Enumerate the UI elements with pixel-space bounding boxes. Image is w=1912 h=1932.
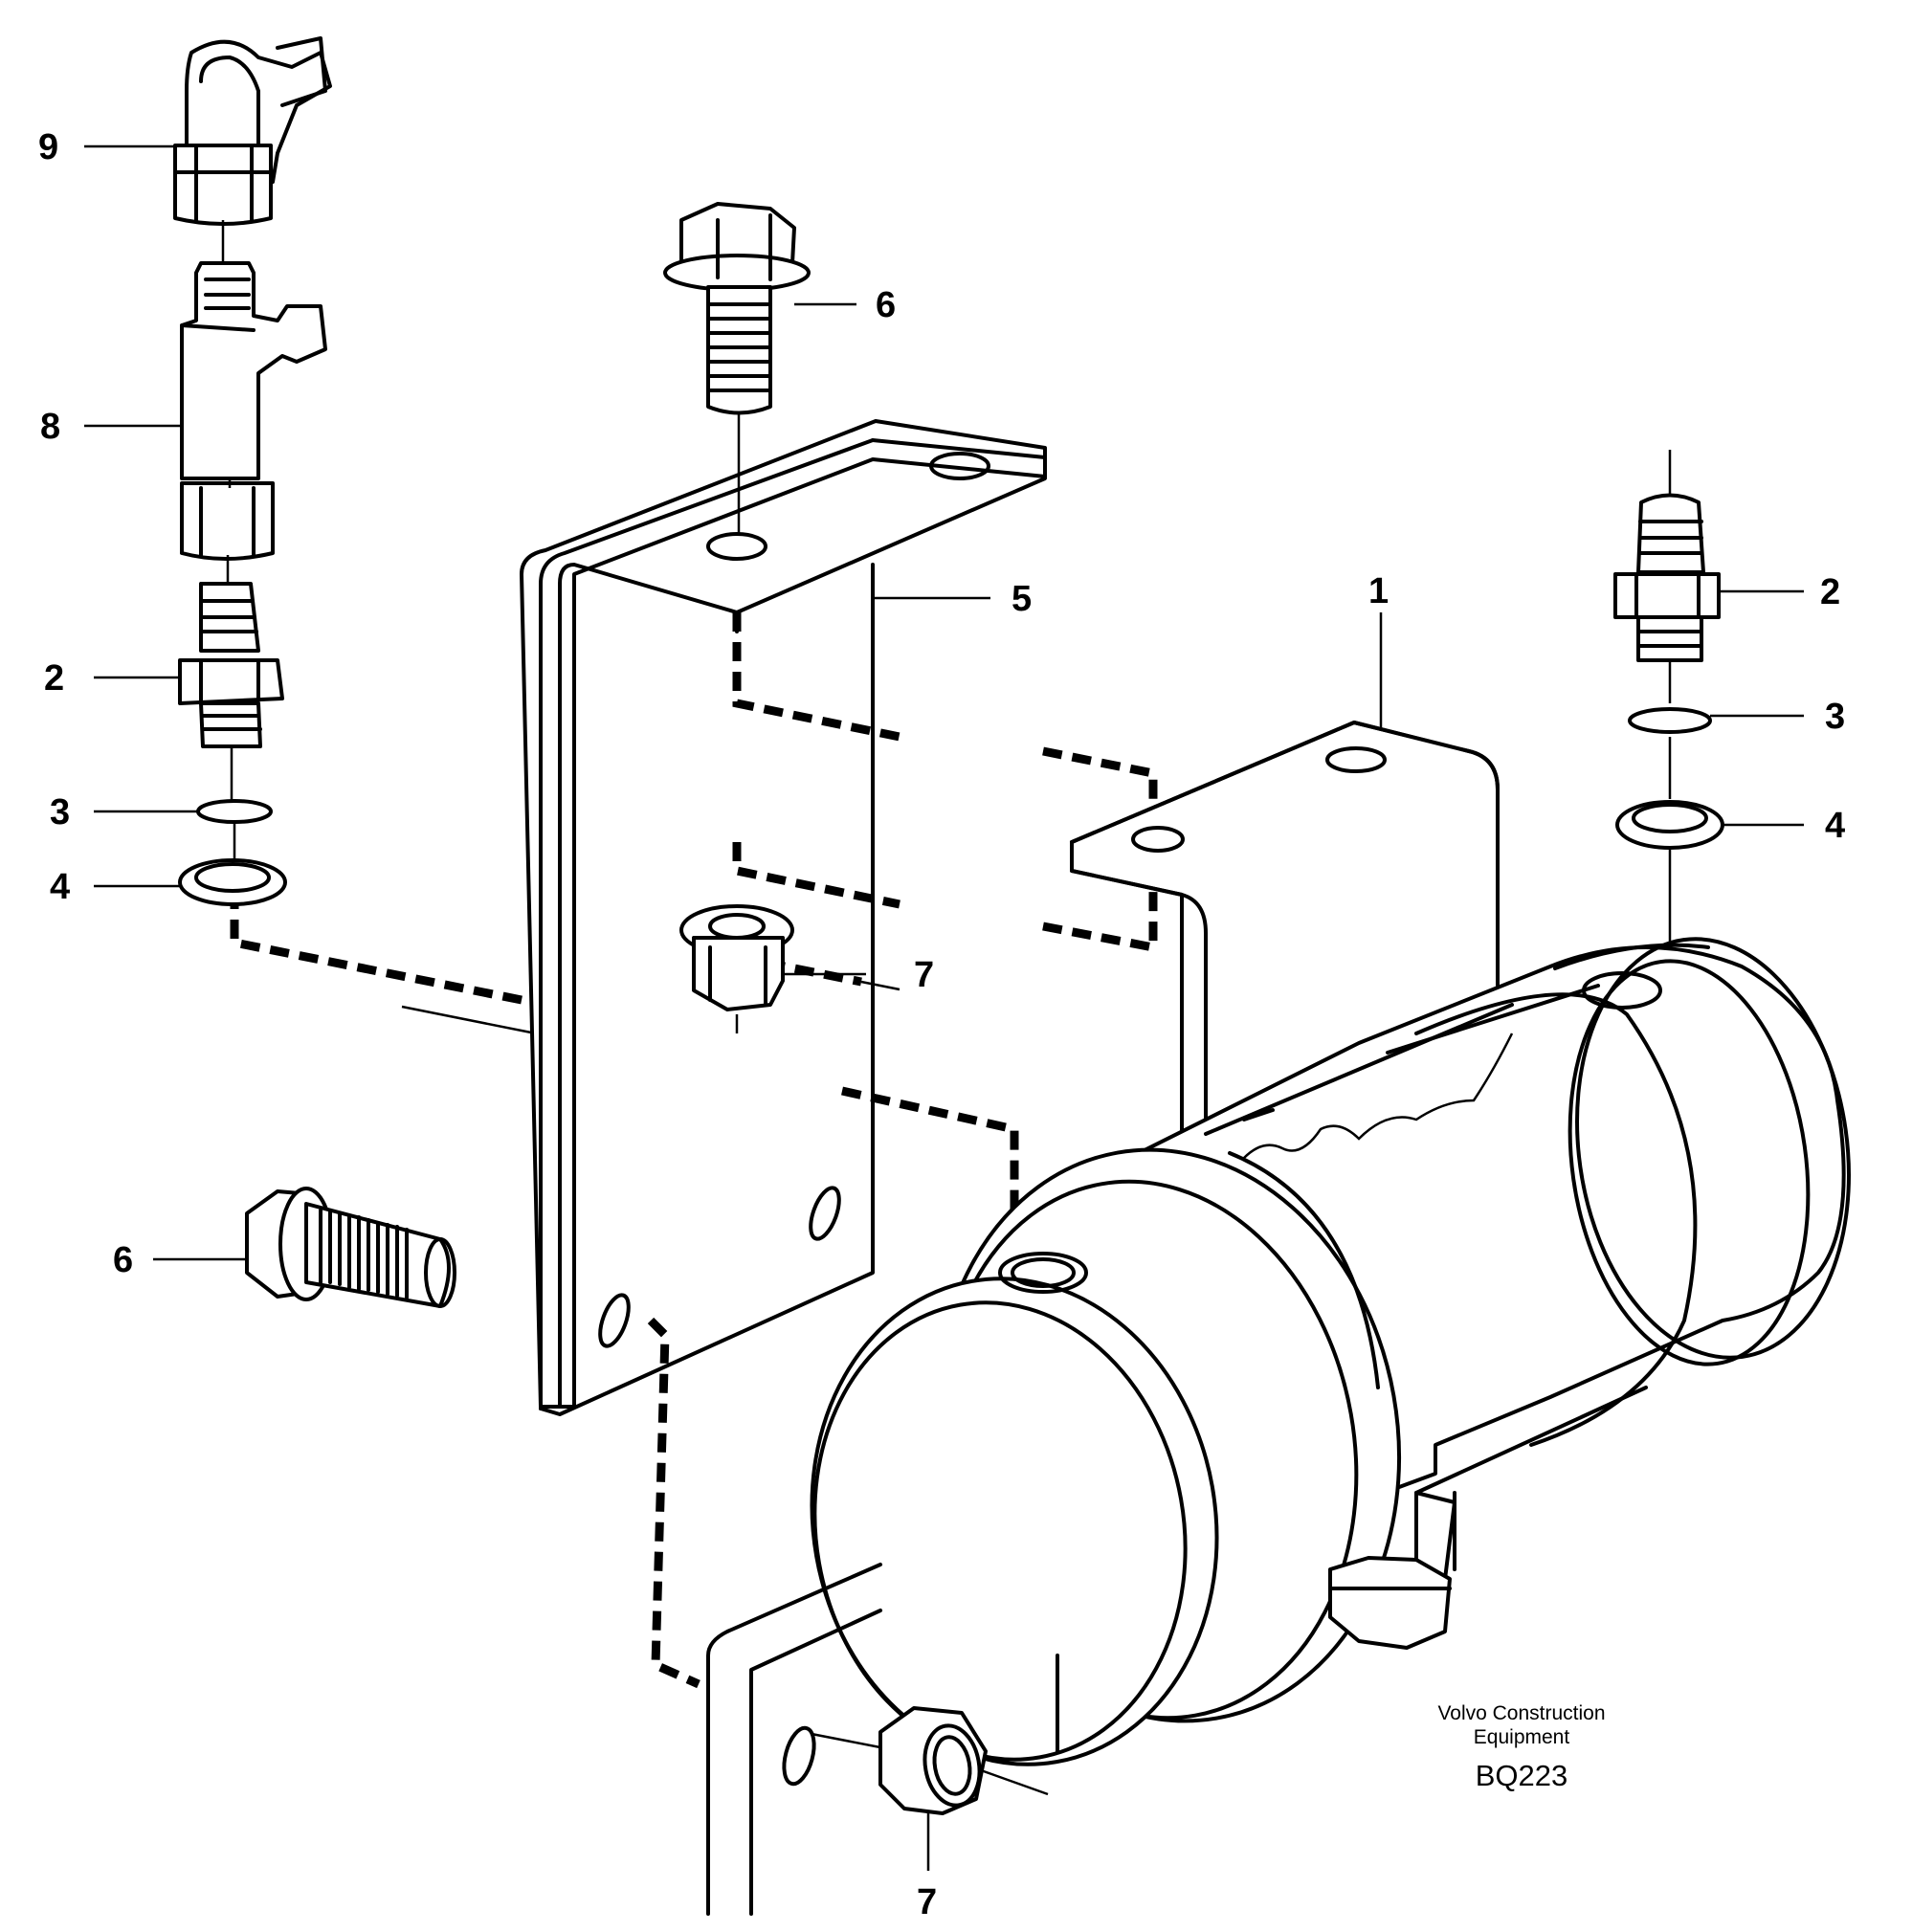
tee-fitting-part-8 [180, 261, 327, 561]
bracket-part-5 [520, 419, 1047, 1416]
o-ring-part-3-right [1628, 707, 1712, 734]
callout-4-right: 4 [1825, 806, 1845, 846]
callout-3-right: 3 [1825, 697, 1845, 737]
callout-7-bottom: 7 [917, 1882, 937, 1922]
nut-part-7-mid [679, 904, 794, 1033]
callout-3-left: 3 [50, 792, 70, 833]
callout-4-left: 4 [50, 867, 70, 907]
bolt-part-6-left [245, 1187, 456, 1308]
cylinder-body-part-1 [810, 721, 1851, 1766]
callout-9: 9 [38, 127, 58, 167]
drawing-code: BQ223 [1476, 1759, 1568, 1792]
credit-line-1: Volvo Construction [1437, 1702, 1605, 1724]
callout-1: 1 [1368, 571, 1389, 611]
callout-6-top: 6 [876, 285, 896, 325]
assembly-guide-lines [230, 612, 1158, 1689]
o-ring-part-3-left [196, 799, 273, 824]
callout-2-right: 2 [1820, 572, 1840, 612]
washer-part-4-left [178, 858, 287, 906]
lower-plate [706, 1563, 1059, 1916]
elbow-fitting-part-9 [173, 36, 332, 226]
callout-2-left: 2 [44, 658, 64, 699]
nut-part-7-bottom [811, 1706, 1049, 1871]
adapter-part-2-left [178, 582, 284, 748]
callout-labels: 9 8 2 3 4 6 5 7 1 2 3 4 6 7 [38, 127, 1845, 1922]
callout-6-left: 6 [113, 1240, 133, 1280]
callout-7-mid: 7 [914, 955, 934, 995]
callout-8: 8 [40, 407, 60, 447]
bolt-part-6-top [663, 202, 811, 415]
leader-lines [84, 144, 1804, 1261]
callout-5: 5 [1012, 579, 1032, 619]
adapter-part-2-right [1613, 450, 1721, 703]
washer-part-4-right [1615, 800, 1724, 850]
credit-line-2: Equipment [1474, 1726, 1570, 1748]
credit-block: Volvo Construction Equipment BQ223 [1437, 1702, 1605, 1792]
left-stack-axis [221, 220, 236, 861]
